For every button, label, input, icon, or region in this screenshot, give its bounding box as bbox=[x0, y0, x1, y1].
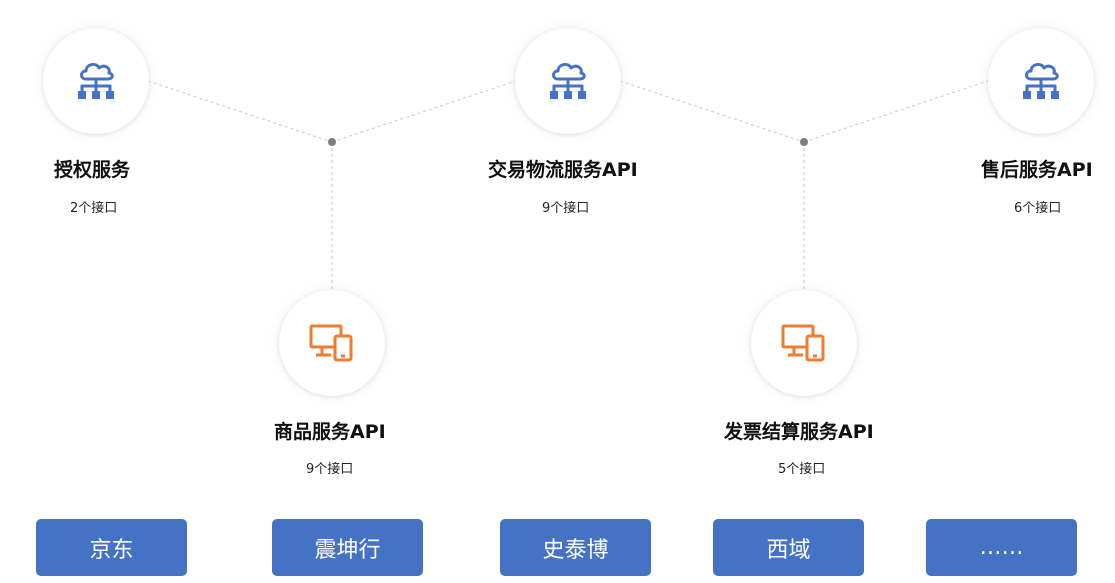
junction-dot bbox=[800, 138, 808, 146]
service-interface-count: 9个接口 bbox=[306, 462, 354, 477]
devices-icon bbox=[781, 324, 825, 362]
service-interface-count: 2个接口 bbox=[70, 201, 118, 216]
service-title: 授权服务 bbox=[54, 159, 131, 181]
cloud-network-icon bbox=[1023, 62, 1059, 99]
partner-button-xiyu[interactable]: 西域 bbox=[713, 519, 864, 576]
service-interface-count: 5个接口 bbox=[778, 462, 826, 477]
cloud-network-icon bbox=[78, 62, 114, 99]
service-interface-count: 6个接口 bbox=[1014, 201, 1062, 216]
service-title: 售后服务API bbox=[981, 159, 1093, 181]
service-icon-circle bbox=[279, 290, 385, 396]
partner-button-zkh[interactable]: 震坤行 bbox=[272, 519, 423, 576]
service-icon-circle bbox=[751, 290, 857, 396]
devices-icon bbox=[309, 324, 353, 362]
partner-button-staples[interactable]: 史泰博 bbox=[500, 519, 651, 576]
service-title: 商品服务API bbox=[274, 421, 386, 443]
service-icon-circle bbox=[43, 28, 149, 134]
junction-dot bbox=[328, 138, 336, 146]
service-title: 交易物流服务API bbox=[488, 159, 638, 181]
partner-button-jd[interactable]: 京东 bbox=[36, 519, 187, 576]
service-icon-circle bbox=[988, 28, 1094, 134]
partner-button-more[interactable]: …… bbox=[926, 519, 1077, 576]
service-interface-count: 9个接口 bbox=[542, 201, 590, 216]
cloud-network-icon bbox=[550, 62, 586, 99]
service-title: 发票结算服务API bbox=[724, 421, 874, 443]
service-icon-circle bbox=[515, 28, 621, 134]
